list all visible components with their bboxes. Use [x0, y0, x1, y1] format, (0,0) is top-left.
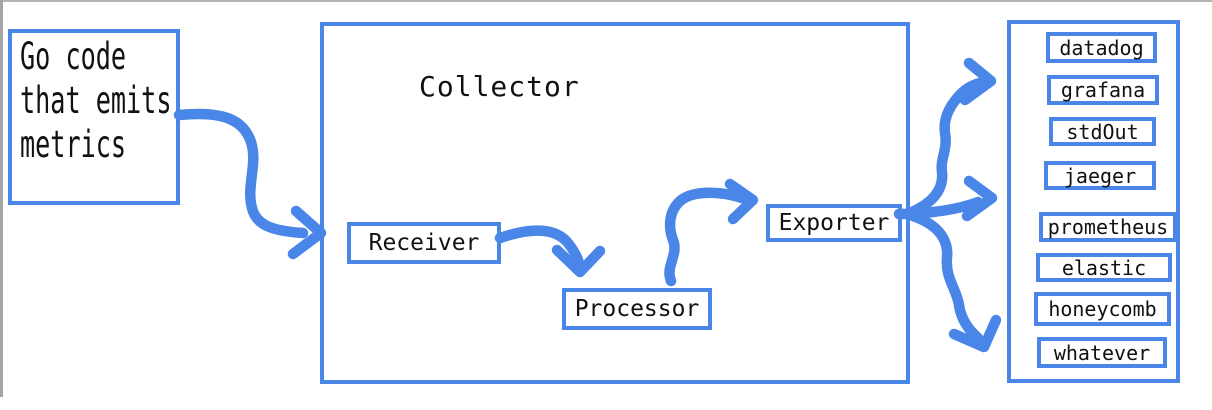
destination-box-elastic: elastic	[1036, 253, 1172, 282]
destination-box-honeycomb: honeycomb	[1034, 292, 1171, 326]
destination-label: honeycomb	[1048, 297, 1157, 321]
destination-box-whatever: whatever	[1037, 337, 1167, 368]
receiver-label: Receiver	[368, 230, 480, 256]
exporter-box: Exporter	[766, 204, 902, 242]
processor-box: Processor	[562, 288, 712, 330]
arrow-exporter-fan-down-head	[948, 314, 1002, 353]
arrow-exporter-fan-middle-head	[961, 175, 998, 222]
destination-box-grafana: grafana	[1047, 75, 1159, 105]
arrow-exporter-fan-middle	[893, 196, 984, 220]
exporter-label: Exporter	[778, 210, 890, 236]
destinations-panel: datadog grafana stdOut jaeger prometheus…	[1007, 20, 1180, 383]
destination-box-prometheus: prometheus	[1039, 212, 1177, 242]
destination-label: whatever	[1053, 340, 1151, 365]
destination-label: grafana	[1060, 78, 1146, 102]
source-line-2: that emits	[20, 79, 172, 122]
arrow-exporter-fan-down	[907, 210, 984, 344]
destination-label: prometheus	[1047, 215, 1169, 239]
receiver-box: Receiver	[347, 222, 501, 264]
arrow-exporter-fan-up	[906, 77, 986, 218]
destination-label: datadog	[1059, 35, 1144, 60]
destination-box-stdout: stdOut	[1049, 117, 1156, 146]
arrow-source-to-collector	[173, 108, 309, 239]
source-line-3: metrics	[20, 123, 127, 166]
destination-label: stdOut	[1066, 119, 1139, 144]
arrow-source-to-collector-head	[287, 205, 327, 260]
destination-label: elastic	[1061, 255, 1147, 280]
arrow-exporter-fan-up-head	[959, 57, 997, 106]
destination-box-datadog: datadog	[1046, 32, 1157, 63]
window-edge-left	[0, 0, 3, 397]
destination-label: jaeger	[1063, 163, 1137, 188]
window-edge-top	[0, 0, 1212, 2]
processor-label: Processor	[574, 296, 700, 322]
collector-title: Collector	[419, 70, 580, 103]
source-line-1: Go code	[20, 35, 127, 78]
collector-box: Collector Receiver Processor Exporter	[320, 22, 910, 384]
destination-box-jaeger: jaeger	[1044, 161, 1156, 190]
